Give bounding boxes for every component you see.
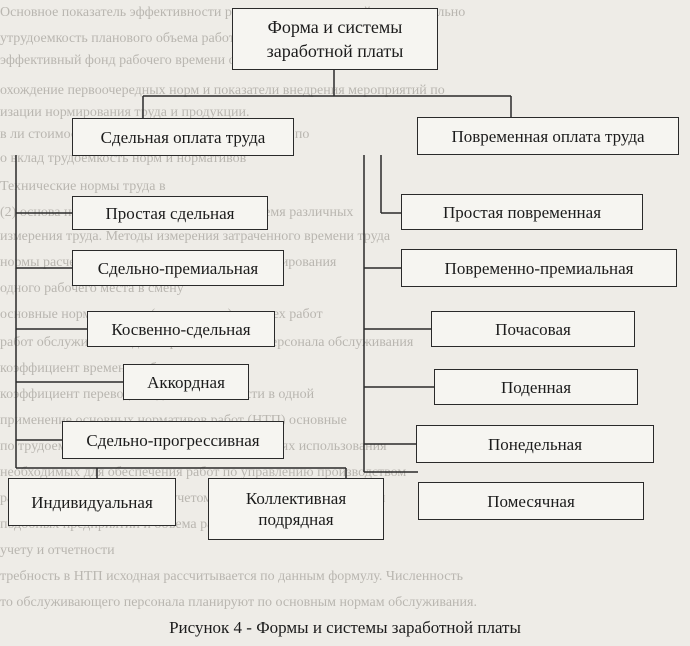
- weekly-node: Понедельная: [416, 425, 654, 463]
- collective-contract-label: Коллективная подрядная: [245, 489, 347, 529]
- daily-label: Поденная: [500, 377, 572, 397]
- hourly-label: Почасовая: [495, 319, 571, 339]
- hourly-node: Почасовая: [431, 311, 635, 347]
- monthly-node: Помесячная: [418, 482, 644, 520]
- individual-label: Индивидуальная: [31, 492, 153, 512]
- individual-node: Индивидуальная: [8, 478, 176, 526]
- time-bonus-label: Повременно-премиальная: [444, 258, 634, 278]
- piece-bonus-label: Сдельно-премиальная: [97, 258, 259, 278]
- root-node: Форма и системы заработной платы: [232, 8, 438, 70]
- root-node-label: Форма и системы заработной платы: [266, 17, 404, 61]
- indirect-piecework-node: Косвенно-сдельная: [87, 311, 275, 347]
- simple-piecework-node: Простая сдельная: [72, 196, 268, 230]
- lump-sum-node: Аккордная: [123, 364, 249, 400]
- time-based-label: Повременная оплата труда: [451, 126, 645, 146]
- simple-time-label: Простая повременная: [442, 202, 602, 222]
- piecework-node: Сдельная оплата труда: [72, 118, 294, 156]
- monthly-label: Помесячная: [487, 491, 575, 511]
- lump-sum-label: Аккордная: [147, 372, 225, 392]
- piece-progressive-node: Сдельно-прогрессивная: [62, 421, 284, 459]
- piecework-label: Сдельная оплата труда: [100, 127, 266, 147]
- figure-caption: Рисунок 4 - Формы и системы заработной п…: [0, 618, 690, 638]
- daily-node: Поденная: [434, 369, 638, 405]
- time-based-node: Повременная оплата труда: [417, 117, 679, 155]
- collective-contract-node: Коллективная подрядная: [208, 478, 384, 540]
- simple-piecework-label: Простая сдельная: [105, 203, 235, 223]
- simple-time-node: Простая повременная: [401, 194, 643, 230]
- indirect-piecework-label: Косвенно-сдельная: [111, 319, 251, 339]
- weekly-label: Понедельная: [487, 434, 583, 454]
- time-bonus-node: Повременно-премиальная: [401, 249, 677, 287]
- piece-progressive-label: Сдельно-прогрессивная: [86, 430, 260, 450]
- piece-bonus-node: Сдельно-премиальная: [72, 250, 284, 286]
